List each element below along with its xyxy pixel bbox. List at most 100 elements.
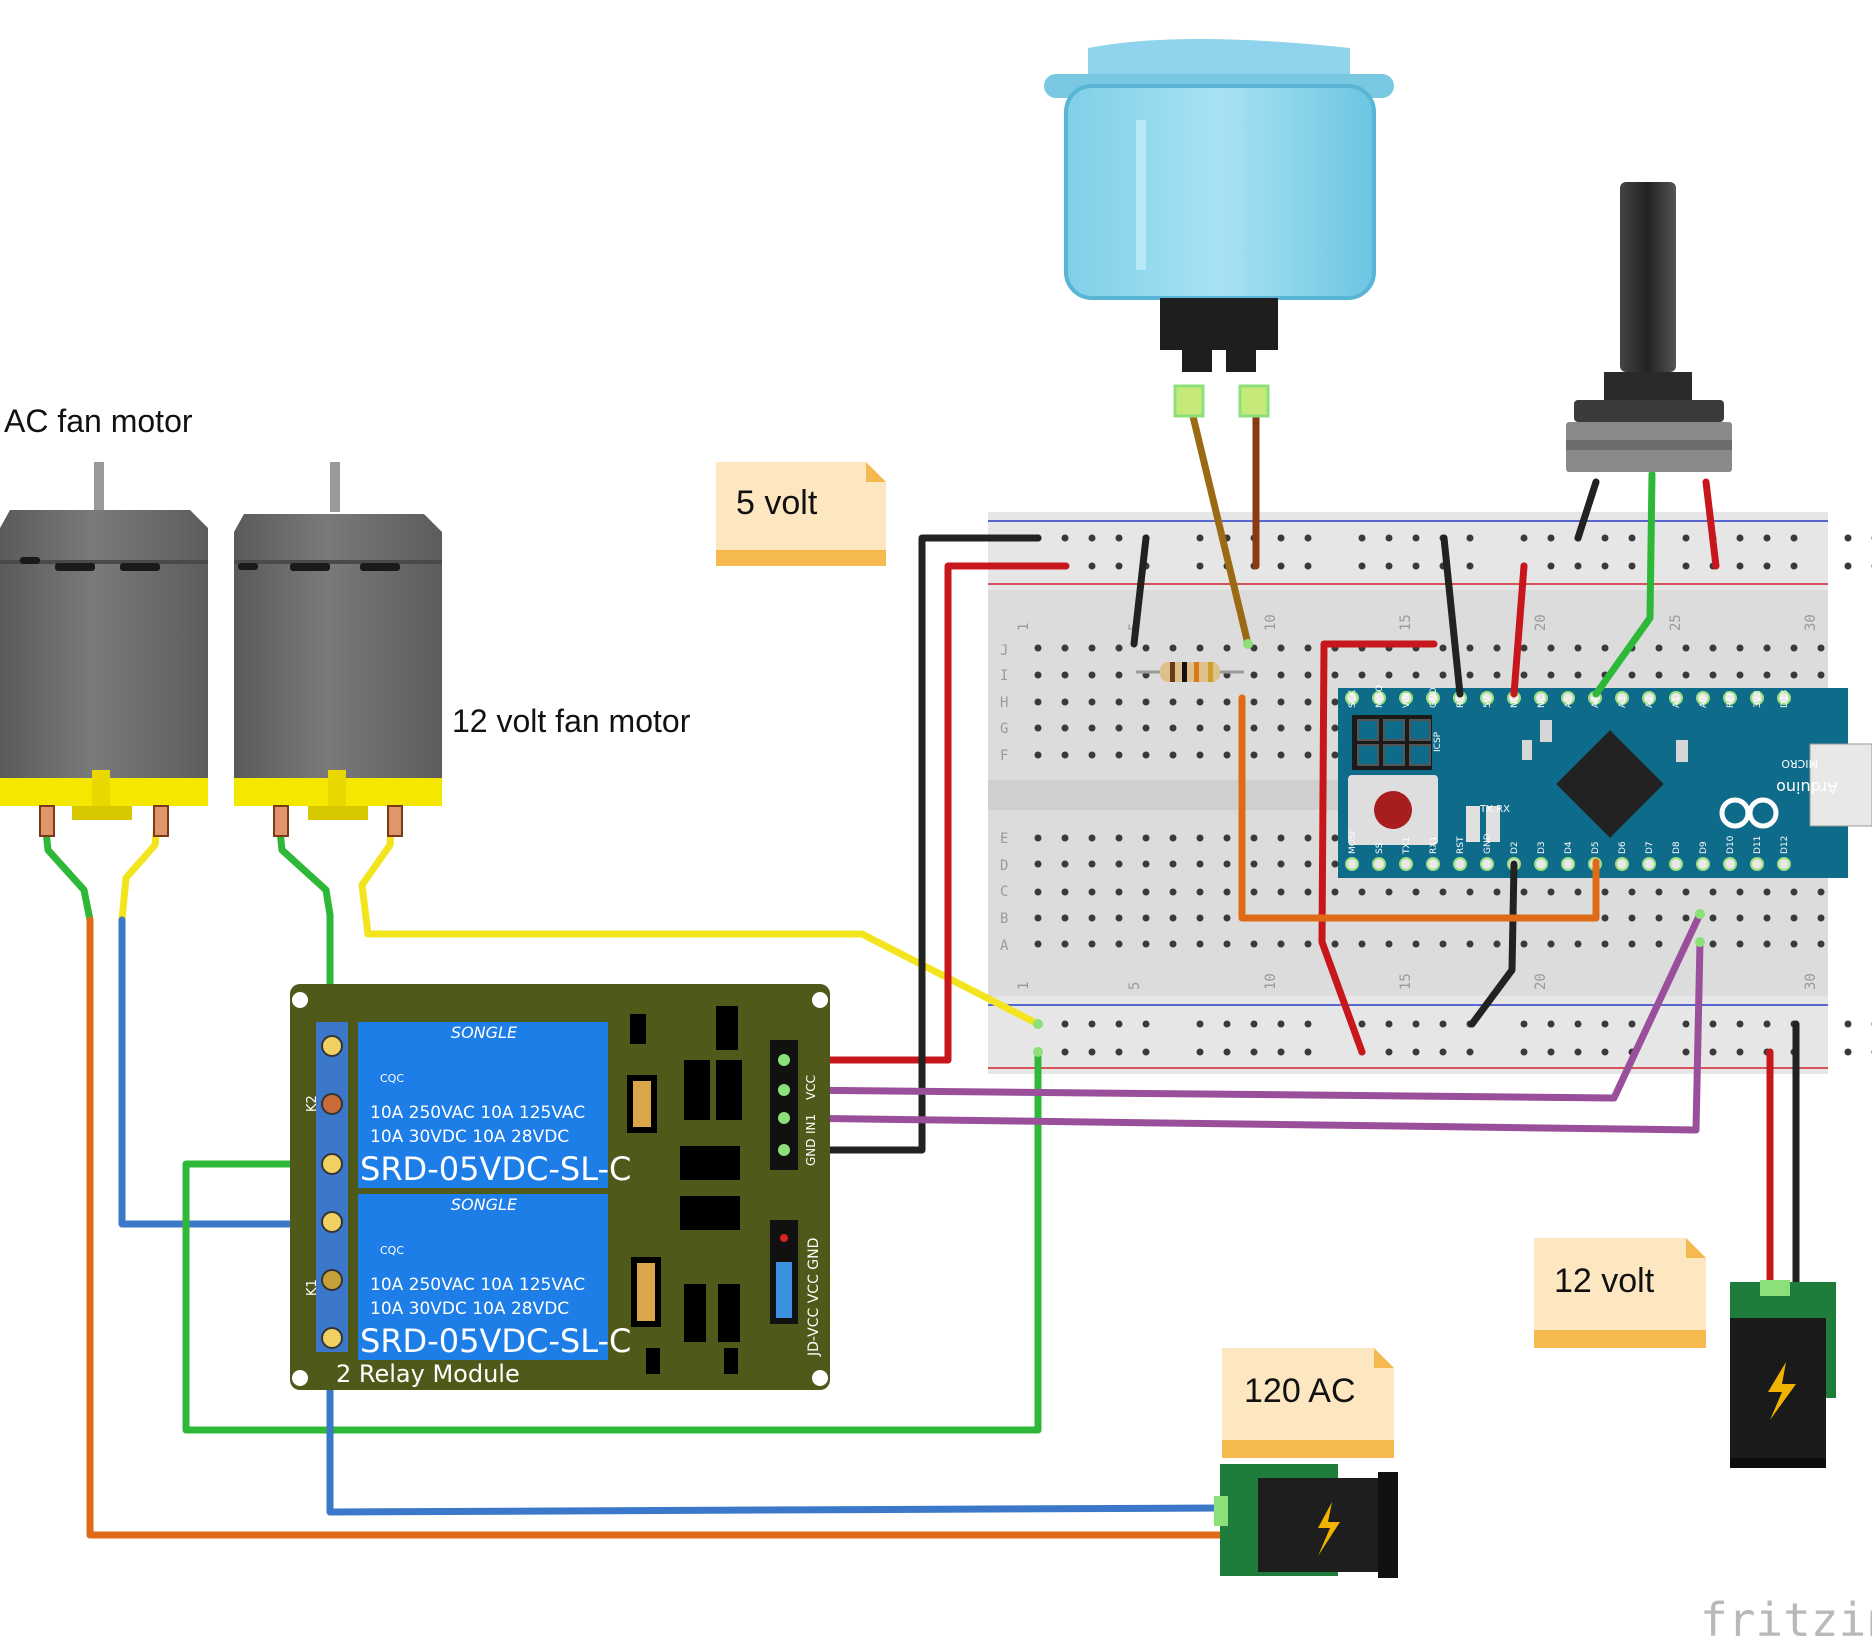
- arduino-pin-label: D4: [1564, 841, 1574, 854]
- breadboard-hole: [1385, 534, 1393, 542]
- breadboard-hole: [1439, 644, 1447, 652]
- breadboard-hole: [1547, 1020, 1555, 1028]
- arduino-pin: [1750, 857, 1764, 871]
- breadboard-hole: [1331, 671, 1339, 679]
- breadboard-hole: [1304, 1048, 1312, 1056]
- arduino-pin: [1561, 857, 1575, 871]
- arduino-pin-label: D9: [1699, 841, 1709, 854]
- arduino-pin: [1696, 691, 1710, 705]
- breadboard-hole: [1763, 940, 1771, 948]
- breadboard-hole: [1034, 644, 1042, 652]
- breadboard-hole: [1601, 914, 1609, 922]
- breadboard-hole: [1682, 1020, 1690, 1028]
- arduino-pin-label: MOSI: [1348, 831, 1358, 854]
- dc-12v-power-jack: [1730, 1280, 1836, 1468]
- breadboard-hole: [1628, 914, 1636, 922]
- wire-green-pot-wiper: [1592, 470, 1656, 698]
- arduino-pin-label: SS: [1375, 842, 1385, 854]
- col-number: 15: [1398, 973, 1414, 990]
- breadboard-hole: [1547, 671, 1555, 679]
- breadboard-hole: [1196, 751, 1204, 759]
- wire-purple-in2: [784, 938, 1704, 1134]
- breadboard-hole: [1034, 698, 1042, 706]
- breadboard-hole: [1250, 724, 1258, 732]
- col-number: 20: [1533, 614, 1549, 631]
- arduino-pin: [1480, 857, 1494, 871]
- col-number: 1: [1016, 982, 1032, 990]
- breadboard-hole: [1466, 888, 1474, 896]
- breadboard-hole: [1358, 940, 1366, 948]
- breadboard-hole: [1088, 562, 1096, 570]
- breadboard-hole: [1277, 724, 1285, 732]
- arduino-pin-label: 3V3: [1753, 690, 1763, 708]
- breadboard-hole: [1277, 888, 1285, 896]
- breadboard-hole: [1709, 671, 1717, 679]
- arduino-pin-label: D5: [1591, 841, 1601, 854]
- breadboard-hole: [1520, 940, 1528, 948]
- breadboard-hole: [1115, 644, 1123, 652]
- breadboard-hole: [1385, 671, 1393, 679]
- breadboard-hole: [1277, 534, 1285, 542]
- relay-module: SONGLE SONGLE CQC CQC 10A 250VAC 10A 125…: [290, 984, 830, 1390]
- arduino-pin-label: D11: [1753, 836, 1763, 854]
- breadboard-hole: [1142, 888, 1150, 896]
- arduino-pin-label: NC: [1510, 695, 1520, 708]
- col-number: 25: [1668, 614, 1684, 631]
- relay-rating-k1-2: 10A 30VDC 10A 28VDC: [370, 1299, 569, 1319]
- wire-green-12v-motor: [274, 808, 334, 1050]
- breadboard-hole: [1169, 698, 1177, 706]
- note-5-volt-text: 5 volt: [736, 484, 818, 522]
- arduino-pin-label: A1: [1672, 696, 1682, 708]
- relay-header-vcc: VCC: [804, 1075, 818, 1100]
- breadboard-hole: [1817, 644, 1825, 652]
- arduino-pin-label: D13: [1780, 690, 1790, 708]
- breadboard-hole: [1493, 940, 1501, 948]
- breadboard-hole: [1250, 940, 1258, 948]
- relay-module-title: 2 Relay Module: [336, 1360, 520, 1388]
- wire-red-arduino-5v: [1318, 640, 1438, 1056]
- breadboard-hole: [1331, 751, 1339, 759]
- breadboard-hole: [1601, 940, 1609, 948]
- wire-green-relay-k2: [182, 1048, 1042, 1434]
- breadboard-hole: [1223, 834, 1231, 842]
- breadboard-hole: [1250, 1020, 1258, 1028]
- arduino-pin-label: A2: [1645, 696, 1655, 708]
- breadboard-hole: [1115, 940, 1123, 948]
- breadboard-hole: [1061, 1020, 1069, 1028]
- arduino-pin-label: TX1: [1402, 837, 1412, 855]
- tx-rx-label: TX RX: [1479, 804, 1510, 815]
- arduino-pin: [1399, 857, 1413, 871]
- breadboard-hole: [1115, 698, 1123, 706]
- arduino-pin-label: D2: [1510, 841, 1520, 854]
- arduino-pin: [1561, 691, 1575, 705]
- breadboard-hole: [1385, 1048, 1393, 1056]
- breadboard-hole: [1196, 562, 1204, 570]
- breadboard-hole: [1385, 562, 1393, 570]
- breadboard-hole: [1034, 914, 1042, 922]
- breadboard-hole: [1844, 1020, 1852, 1028]
- breadboard-hole: [1169, 940, 1177, 948]
- breadboard-hole: [1412, 940, 1420, 948]
- breadboard-hole: [1574, 671, 1582, 679]
- breadboard-hole: [1412, 534, 1420, 542]
- arduino-logo: [1719, 797, 1779, 829]
- breadboard-hole: [1763, 562, 1771, 570]
- breadboard-hole: [1277, 940, 1285, 948]
- breadboard-hole: [1520, 644, 1528, 652]
- breadboard-hole: [1736, 671, 1744, 679]
- wire-blue-relay-k1: [326, 1336, 1224, 1516]
- breadboard-hole: [1520, 671, 1528, 679]
- breadboard-hole: [1331, 940, 1339, 948]
- breadboard-hole: [1574, 1048, 1582, 1056]
- row-letter: H: [1000, 695, 1008, 711]
- breadboard-hole: [1169, 834, 1177, 842]
- breadboard-hole: [1601, 1020, 1609, 1028]
- breadboard-hole: [1142, 1020, 1150, 1028]
- breadboard-hole: [1061, 644, 1069, 652]
- arduino-pin-label: SCK: [1348, 689, 1358, 708]
- wire-yellow-ac-motor: [118, 808, 162, 924]
- breadboard-hole: [1682, 644, 1690, 652]
- arduino-pin: [1615, 857, 1629, 871]
- breadboard-hole: [1682, 1048, 1690, 1056]
- breadboard-hole: [1358, 888, 1366, 896]
